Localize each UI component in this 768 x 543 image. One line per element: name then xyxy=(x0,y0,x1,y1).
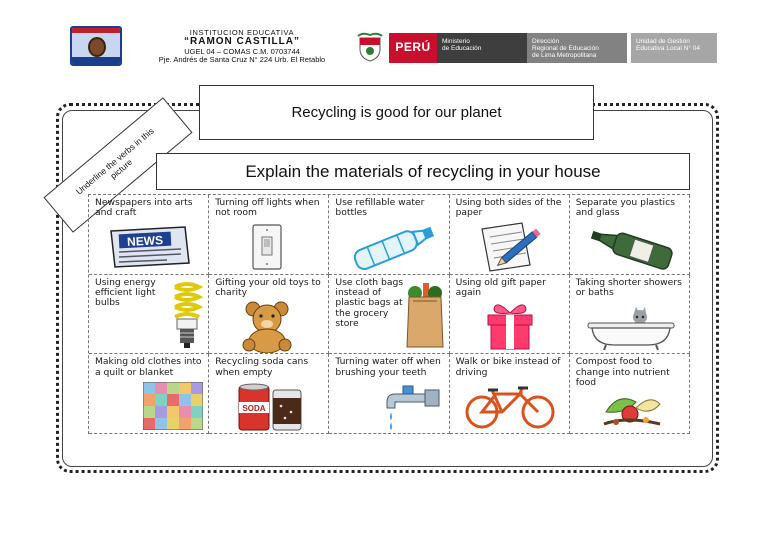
activity-caption: Compost food to change into nutrient foo… xyxy=(575,356,670,388)
peru-coat-of-arms-icon xyxy=(357,32,383,62)
newspaper-icon: NEWS xyxy=(110,226,190,268)
faucet-icon xyxy=(386,385,440,431)
activity-caption: Gifting your old toys to charity xyxy=(215,276,321,298)
activity-cell: Using energy efficient light bulbs xyxy=(89,274,210,355)
activity-cell: Recycling soda cans when empty SODA xyxy=(209,354,330,434)
newspaper-badge: NEWS xyxy=(127,233,164,249)
gov-direccion-line: de Lima Metropolitana xyxy=(532,52,597,60)
activity-caption: Turning off lights when not room xyxy=(215,197,320,219)
bicycle-icon xyxy=(465,386,555,429)
gov-ministerio-line: Ministerio xyxy=(442,38,470,45)
school-ugel: UGEL 04 – COMAS C.M. 0703744 xyxy=(184,46,300,56)
activity-cell: Turning off lights when not room xyxy=(209,195,330,275)
bathtub-icon xyxy=(587,306,675,351)
activity-cell: Taking shorter showers or baths xyxy=(569,274,690,355)
school-name: “RAMON CASTILLA” xyxy=(184,36,300,48)
school-crest-icon xyxy=(70,26,122,66)
glass-bottle-icon xyxy=(590,230,673,270)
activity-caption: Using old gift paper again xyxy=(455,276,546,298)
activity-caption: Recycling soda cans when empty xyxy=(215,356,309,378)
light-switch-icon xyxy=(252,224,282,270)
gift-box-icon xyxy=(487,304,533,350)
activity-cell: Compost food to change into nutrient foo… xyxy=(569,354,690,434)
activity-caption: Using both sides of the paper xyxy=(455,197,562,219)
school-info: INSTITUCION EDUCATIVA “RAMON CASTILLA” U… xyxy=(118,28,366,64)
gov-direccion-line: Regional de Educación xyxy=(532,45,599,53)
soda-cans-icon: SODA xyxy=(238,383,302,431)
activity-cell: Making old clothes into a quilt or blank… xyxy=(89,354,210,434)
activity-caption: Using energy efficient light bulbs xyxy=(95,276,156,309)
recycling-activities-grid: Newspapers into arts and craft NEWS Turn… xyxy=(88,194,690,434)
gov-direccion: Dirección Regional de Educación de Lima … xyxy=(527,33,627,63)
paper-pencil-icon xyxy=(480,222,541,272)
activity-caption: Separate you plastics and glass xyxy=(575,197,675,219)
activity-caption: Use refillable water bottles xyxy=(335,197,425,219)
activity-caption: Turning water off when brushing your tee… xyxy=(335,356,441,378)
government-banner: PERÚ Ministerio de Educación Dirección R… xyxy=(389,33,717,63)
activity-caption: Walk or bike instead of driving xyxy=(455,356,561,378)
gov-ministerio-line: de Educación xyxy=(442,45,482,53)
compost-icon xyxy=(603,398,661,426)
gov-peru-label: PERÚ xyxy=(389,33,437,63)
activity-cell: Separate you plastics and glass xyxy=(569,195,690,275)
activity-cell: Using old gift paper again xyxy=(449,274,570,355)
activity-caption: Newspapers into arts and craft xyxy=(95,197,193,219)
gov-unidad-line: Educativa Local N° 04 xyxy=(636,45,701,53)
soda-can-badge: SODA xyxy=(243,404,266,413)
school-type: INSTITUCION EDUCATIVA xyxy=(189,28,295,37)
gov-direccion-line: Dirección xyxy=(532,38,560,45)
page-header: INSTITUCION EDUCATIVA “RAMON CASTILLA” U… xyxy=(0,0,768,80)
activity-cell: Gifting your old toys to charity xyxy=(209,274,330,355)
activity-cell: Turning water off when brushing your tee… xyxy=(329,354,450,434)
gov-ministerio: Ministerio de Educación xyxy=(437,33,527,63)
school-address: Pje. Andrés de Santa Cruz N° 224 Urb. El… xyxy=(158,54,326,64)
activity-cell: Walk or bike instead of driving xyxy=(449,354,570,434)
gov-unidad: Unidad de Gestión Educativa Local N° 04 xyxy=(631,33,717,63)
activity-caption: Taking shorter showers or baths xyxy=(575,276,682,298)
activity-cell: Newspapers into arts and craft NEWS xyxy=(89,195,210,275)
activity-caption: Making old clothes into a quilt or blank… xyxy=(95,356,202,378)
activity-caption: Use cloth bags instead of plastic bags a… xyxy=(335,276,404,329)
teddy-bear-icon xyxy=(242,301,292,353)
activity-cell: Use refillable water bottles xyxy=(329,195,450,275)
worksheet-title: Recycling is good for our planet xyxy=(199,85,594,140)
worksheet-question: Explain the materials of recycling in yo… xyxy=(156,153,690,190)
grocery-bag-icon xyxy=(406,282,444,348)
water-bottle-icon xyxy=(354,226,435,271)
gov-unidad-line: Unidad de Gestión xyxy=(636,38,690,45)
quilt-icon xyxy=(143,382,203,431)
light-bulb-icon xyxy=(174,281,204,348)
activity-cell: Using both sides of the paper xyxy=(449,195,570,275)
activity-cell: Use cloth bags instead of plastic bags a… xyxy=(329,274,450,355)
